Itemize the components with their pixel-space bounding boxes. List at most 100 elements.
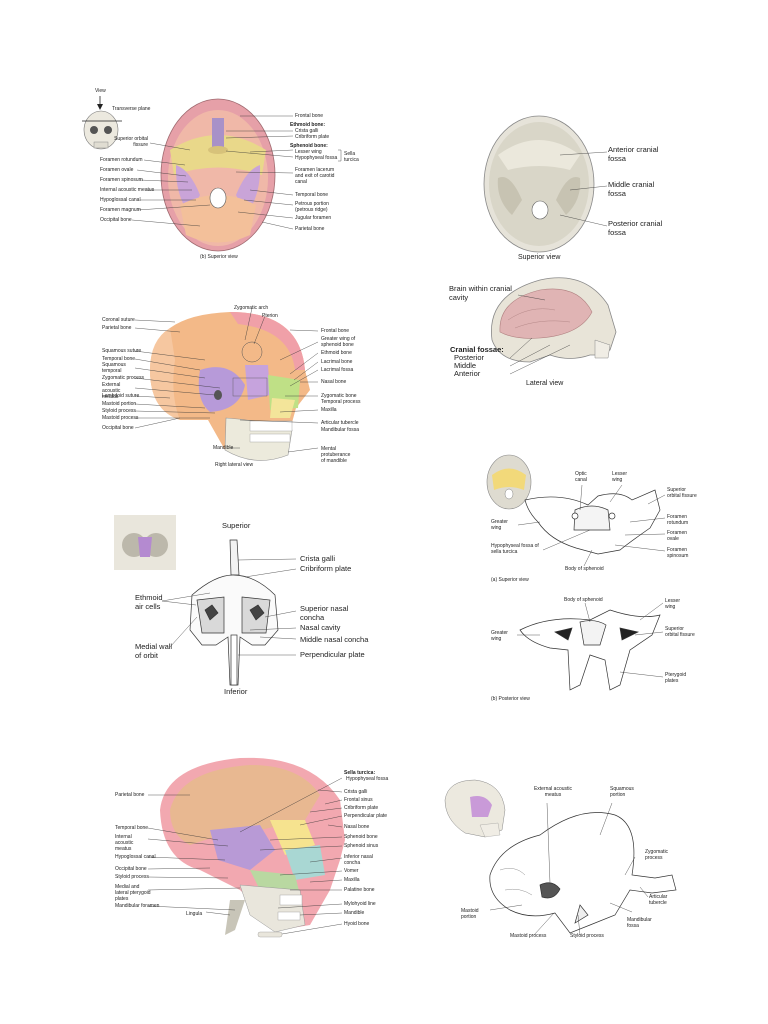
label-foramen-ovale-sph: Foramen ovale	[667, 530, 688, 542]
label-mandible-sag: Mandible	[344, 910, 365, 916]
label-greater-wing-sphenoid: Greater wing of sphenoid bone	[321, 336, 356, 348]
label-temporal-bone-lat: Temporal bone	[102, 356, 136, 362]
label-temporal-bone-sag: Temporal bone	[115, 825, 149, 831]
label-petrous-portion: Petrous portion (petrous ridge)	[295, 201, 329, 213]
label-ethmoid-bone: Ethmoid bone:	[290, 122, 325, 128]
label-foramen-magnum: Foramen magnum	[100, 207, 141, 213]
cranial-fossae-illustration	[483, 115, 617, 375]
label-foramen-ovale: Foramen ovale	[100, 167, 134, 173]
label-cribriform-plate-eth: Cribriform plate	[300, 564, 352, 573]
label-pterion: Pterion	[262, 313, 278, 319]
label-external-acoustic-meatus-tmp: External acoustic meatus	[533, 786, 573, 798]
sphenoid-posterior-drawing	[519, 609, 661, 691]
label-styloid-process-lat: Styloid process	[102, 408, 136, 414]
label-external-acoustic-meatus-lat: External acoustic meatus	[102, 382, 121, 400]
label-mastoid-process-lat: Mastoid process	[102, 415, 139, 421]
label-styloid-process-sag: Styloid process	[115, 874, 149, 880]
label-sphenoid-sinus: Sphenoid sinus	[344, 843, 379, 849]
label-maxilla-sag: Maxilla	[344, 877, 360, 883]
lateral-skull-brain	[491, 277, 617, 363]
label-styloid-process-tmp: Styloid process	[570, 933, 604, 939]
label-crista-galli: Crista galli	[295, 128, 319, 134]
label-parietal-bone-sag: Parietal bone	[115, 792, 145, 798]
label-superior-nasal-concha: Superior nasal concha	[300, 604, 349, 622]
label-palatine-bone: Palatine bone	[344, 887, 375, 893]
label-middle-nasal-concha: Middle nasal concha	[300, 635, 369, 644]
label-middle-cranial-fossa: Middle cranial fossa	[608, 180, 655, 198]
label-cranial-fossae-title: Cranial fossae:	[450, 345, 504, 354]
label-superior-orbital-fissure-sph: Superior orbital fissure	[667, 487, 697, 499]
label-hypophyseal-fossa-sag: Hypophyseal fossa	[346, 776, 389, 782]
label-sphenoid-bone: Sphenoid bone:	[290, 143, 328, 149]
label-sella-turcica-sag: Sella turcica:	[344, 770, 376, 776]
label-inferior-nasal-concha: Inferior nasal concha	[344, 854, 373, 866]
label-superior-ethmoid: Superior	[222, 521, 251, 530]
label-zygomatic-process-tmp: Zygomatic process	[645, 849, 669, 861]
label-zygomatic-arch: Zygomatic arch	[234, 305, 269, 311]
label-jugular-foramen: Jugular foramen	[295, 215, 332, 221]
ethmoid-drawing	[189, 539, 279, 686]
label-body-of-sphenoid-sup: Body of sphenoid	[565, 566, 604, 572]
label-nasal-cavity: Nasal cavity	[300, 623, 341, 632]
view-label: View	[95, 88, 106, 94]
label-foramen-lacerum: Foramen lacerum and exit of carotid cana…	[295, 167, 335, 185]
label-mandibular-fossa-lat: Mandibular fossa	[321, 427, 360, 433]
label-hyoid-bone: Hyoid bone	[344, 921, 370, 927]
label-occipital-bone-lat: Occipital bone	[102, 425, 134, 431]
panel-ethmoid: Superior Crista galli Cribriform plate S…	[100, 505, 380, 705]
label-occipital-bone: Occipital bone	[100, 217, 132, 223]
label-hypophyseal-fossa: Hypophyseal fossa	[295, 155, 338, 161]
label-lesser-wing: Lesser wing	[295, 149, 322, 155]
label-parietal-bone: Parietal bone	[295, 226, 325, 232]
label-squamous-temporal: Squamous temporal	[102, 362, 126, 374]
label-greater-wing-post: Greater wing	[491, 630, 508, 642]
label-anterior-cranial-fossa: Anterior cranial fossa	[608, 145, 659, 163]
temporal-bone-drawing	[489, 812, 677, 934]
caption-lateral-view: Lateral view	[526, 380, 564, 387]
label-maxilla-lat: Maxilla	[321, 407, 337, 413]
label-foramen-rotundum: Foramen rotundum	[100, 157, 143, 163]
label-fossa-posterior: Posterior	[454, 353, 485, 362]
label-nasal-bone-lat: Nasal bone	[321, 379, 347, 385]
label-brain-within-cranial-cavity: Brain within cranial cavity	[449, 284, 512, 302]
superior-skull-base-gray	[483, 115, 595, 253]
label-cribriform-plate: Cribriform plate	[295, 134, 330, 140]
label-superior-orbital-fissure-post: Superior orbital fissure	[665, 626, 695, 638]
panel-lateral-skull: Zygomatic arch Pterion Coronal suture Pa…	[0, 300, 380, 480]
label-perpendicular-plate-eth: Perpendicular plate	[300, 650, 365, 659]
lateral-skull	[150, 312, 310, 461]
label-internal-acoustic-meatus: Internal acoustic meatus	[100, 187, 155, 193]
label-mylohyoid-line: Mylohyoid line	[344, 901, 376, 907]
label-inferior-ethmoid: Inferior	[224, 687, 248, 696]
label-fossa-anterior: Anterior	[454, 369, 481, 378]
sphenoid-reference-skull-base	[486, 454, 532, 510]
panel-sagittal-section: Parietal bone Temporal bone Internal aco…	[100, 750, 400, 950]
label-cribriform-plate-sag: Cribriform plate	[344, 805, 379, 811]
label-superior-orbital-fissure: Superior orbital fissure	[114, 136, 148, 148]
label-frontal-bone-lat: Frontal bone	[321, 328, 350, 334]
label-frontal-sinus: Frontal sinus	[344, 797, 373, 803]
sphenoid-illustration	[486, 454, 666, 691]
label-temporal-process: Temporal process	[321, 399, 361, 405]
ethmoid-illustration	[114, 515, 297, 686]
reference-skull-front	[82, 96, 122, 150]
label-foramen-spinosum: Foramen spinosum	[100, 177, 143, 183]
panel-sphenoid: Optic canal Lesser wing Superior orbital…	[480, 450, 740, 710]
label-ethmoid-bone-lat: Ethmoid bone	[321, 350, 352, 356]
label-hypophyseal-fossa-sph: Hypophyseal fossa of sella turcica	[491, 543, 539, 555]
label-lambdoid-suture: Lambdoid suture	[102, 393, 140, 399]
superior-base-illustration	[82, 96, 342, 252]
label-mastoid-portion-lat: Mastoid portion	[102, 401, 137, 407]
label-internal-acoustic-meatus-sag: Internal acoustic meatus	[115, 834, 134, 852]
label-pterygoid-plates: Pterygoid plates	[665, 672, 687, 684]
label-vomer: Vomer	[344, 868, 359, 874]
label-mastoid-process-tmp: Mastoid process	[510, 933, 547, 939]
label-optic-canal: Optic canal	[575, 471, 587, 483]
label-squamous-suture: Squamous suture	[102, 348, 142, 354]
label-frontal-bone: Frontal bone	[295, 113, 324, 119]
label-ethmoid-air-cells: Ethmoid air cells	[135, 593, 163, 611]
label-foramen-spinosum-sph: Foramen spinosum	[667, 547, 689, 559]
label-lingula: Lingula	[186, 911, 203, 917]
panel-cranial-fossae: Anterior cranial fossa Middle cranial fo…	[420, 100, 720, 400]
panel-temporal-bone: External acoustic meatus Squamous portio…	[440, 775, 710, 955]
